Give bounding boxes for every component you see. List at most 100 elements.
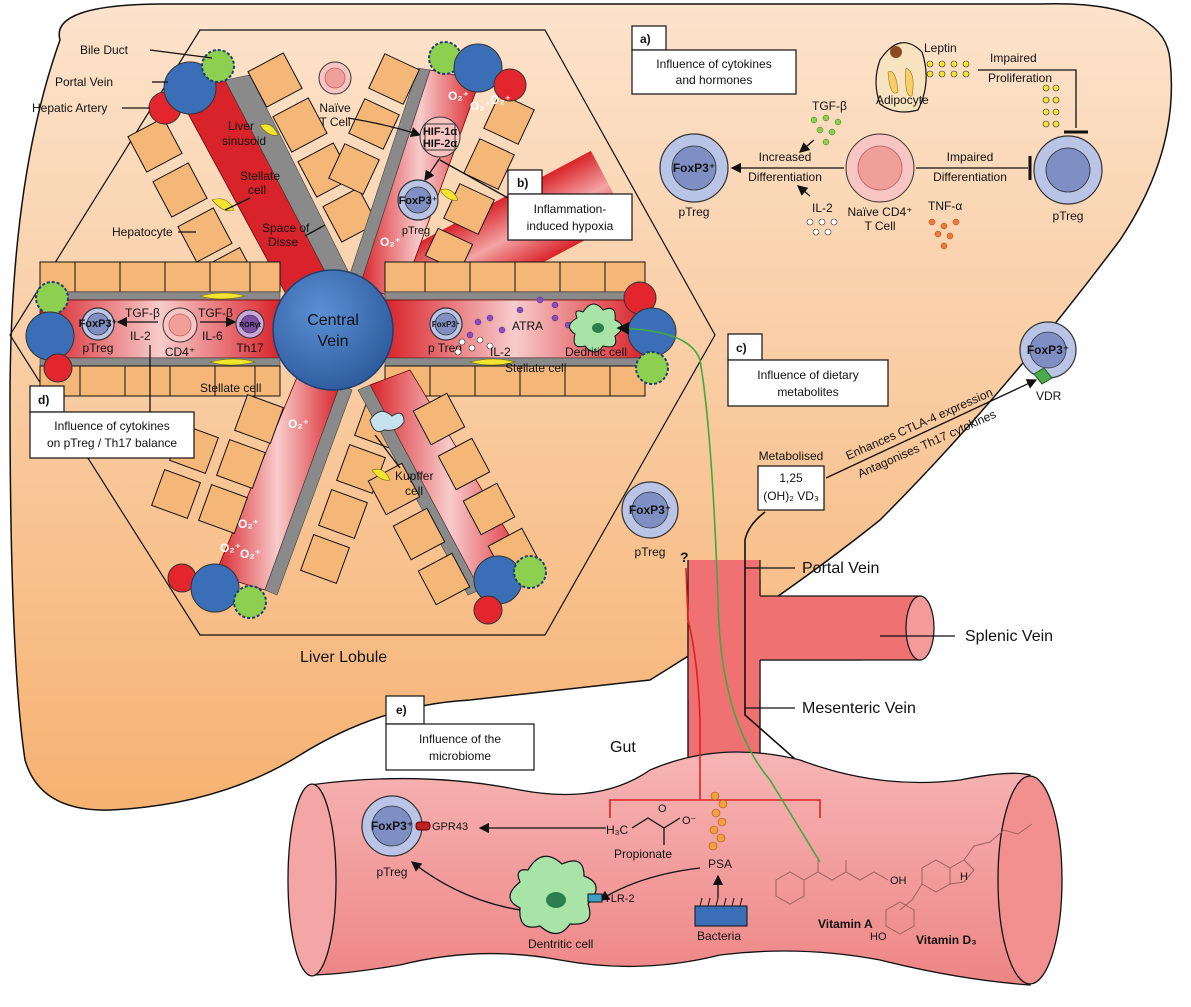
impaired-prolif-1: Impaired: [990, 51, 1037, 65]
ptreg-liver-label: pTreg: [635, 545, 666, 559]
hif1-label: HIF-1α: [423, 126, 458, 138]
space-of-disse-label-1: Space of: [262, 221, 310, 235]
panel-a-text-2: and hormones: [676, 73, 753, 87]
o2-label-1: O₂⁺: [448, 89, 469, 103]
adipocyte: [875, 42, 927, 113]
panel-c-text-1: Influence of dietary: [757, 368, 858, 382]
liver-outline: [9, 3, 1173, 811]
bacteria-label: Bacteria: [697, 929, 741, 943]
hif-cell: [419, 116, 461, 158]
o2-label-4: O₂⁺: [380, 235, 401, 249]
stellate-cell-left-label: Stellate cell: [200, 381, 261, 395]
psa-chain: [708, 791, 728, 851]
dendritic-gut-label: Dentritic cell: [528, 937, 593, 951]
o2-label-2: O₂⁺: [470, 99, 491, 113]
il2-right-dots: [454, 336, 494, 356]
vd3-label-2: (OH)₂ VD₃: [763, 489, 819, 503]
increased-diff-2: Differentiation: [748, 170, 822, 184]
ptreg-cytokine-right-label: pTreg: [1053, 209, 1084, 223]
tlr2-label: TLR-2: [604, 893, 635, 905]
vitamin-d3-ho: HO: [870, 931, 887, 943]
panel-b: b) Inflammation- induced hypoxia: [439, 159, 633, 241]
hepatocyte-label: Hepatocyte: [112, 225, 173, 239]
o2-label-6: O₂⁺: [238, 517, 259, 531]
naive-t-cell-top-label-2: T Cell: [319, 115, 350, 129]
ptreg-gut-label: pTreg: [377, 865, 408, 879]
sinusoid-arm-bottom-left: [151, 369, 404, 596]
panel-c-letter: c): [736, 341, 747, 355]
sinusoid-arm-bottom-right: [357, 369, 541, 606]
liver-sinusoid-label-1: Liver: [228, 119, 254, 133]
central-vein-label-2: Vein: [317, 333, 348, 350]
il2-cyt-dots: [806, 218, 838, 236]
ptreg-left-label: pTreg: [83, 341, 114, 355]
o2-label-5: O₂⁺: [288, 417, 309, 431]
panel-a-text-1: Influence of cytokines: [656, 57, 771, 71]
atra-label: ATRA: [512, 319, 543, 333]
kupffer-label-1: Kupffer: [395, 469, 433, 483]
panel-d-text-1: Influence of cytokines: [54, 419, 169, 433]
naive-cd4-label-1: Naïve CD4⁺: [847, 205, 912, 219]
ptreg-cytokine-left-label: pTreg: [679, 205, 710, 219]
panel-d: d) Influence of cytokines on pTreg / Th1…: [29, 345, 195, 459]
vitamin-a-structure: [775, 860, 889, 905]
o2-label-3: O₂⁺: [490, 93, 511, 107]
il2-right-label: IL-2: [490, 345, 511, 359]
panel-e-letter: e): [396, 703, 407, 717]
impaired-diff-1: Impaired: [947, 150, 994, 164]
impaired-prolif-2: Proliferation: [988, 71, 1052, 85]
panel-a: a) Influence of cytokines and hormones: [631, 25, 797, 95]
propionate-o-minus: O⁻: [682, 815, 697, 827]
il2-left-label: IL-2: [130, 329, 151, 343]
stellate-cells: [198, 123, 517, 481]
veins: Portal Vein Splenic Vein Mesenteric Vein: [687, 511, 1053, 863]
impaired-diff-2: Differentiation: [933, 170, 1007, 184]
stellate-cell-right-label: Stellate cell: [505, 361, 566, 375]
panel-b-text-1: Inflammation-: [534, 202, 607, 216]
cytokine-panel: Adipocyte Leptin Impaired Proliferation …: [659, 41, 1103, 250]
naive-cd4-label-2: T Cell: [864, 219, 895, 233]
vitamin-d3-structure: [885, 823, 1033, 935]
bile-duct-label: Bile Duct: [80, 43, 129, 57]
cd4-left-label: CD4⁺: [165, 345, 195, 359]
vitamin-d3-label: Vitamin D₃: [916, 933, 977, 947]
hepatic-artery-label: Hepatic Artery: [32, 101, 107, 115]
hif2-label: HIF-2α: [423, 138, 458, 150]
stellate-cell-label-1: Stellate: [240, 169, 280, 183]
bacteria-hairs: [699, 897, 743, 907]
question-mark: ?: [680, 549, 689, 565]
bacteria-block: [694, 905, 748, 927]
splenic-vein-label: Splenic Vein: [965, 628, 1053, 645]
vd3-label-1: 1,25: [779, 471, 803, 485]
dendritic-cell-lobule-label: Dedritic cell: [565, 345, 627, 359]
lobule-hexagon: [9, 29, 716, 636]
portal-vein-label: Portal Vein: [55, 75, 113, 89]
vdr-label: VDR: [1036, 389, 1062, 403]
ptreg-liver: FoxP3⁺ pTreg: [621, 481, 679, 559]
panel-a-letter: a): [640, 32, 651, 46]
panel-e-text-1: Influence of the: [419, 732, 501, 746]
naive-t-cell-top-label-1: Naïve: [319, 101, 351, 115]
th17-label: Th17: [236, 341, 264, 355]
panel-b-letter: b): [517, 176, 528, 190]
tgfb-cyt-label: TGF-β: [812, 99, 847, 113]
roryt-label: RORγt: [239, 322, 261, 329]
panel-b-text-2: induced hypoxia: [527, 219, 614, 233]
leptin-dots: [926, 60, 1060, 128]
lobule-labels: Bile Duct Portal Vein Hepatic Artery Liv…: [32, 43, 627, 666]
gpr43-label: GPR43: [432, 821, 468, 833]
tnfa-label: TNF-α: [928, 199, 962, 213]
portal-triads: [25, 41, 677, 625]
liver-sinusoid-label-2: sinusoid: [222, 134, 266, 148]
ptreg-left-foxp3: FoxP3⁺: [79, 318, 118, 330]
panel-c-text-2: metabolites: [777, 385, 838, 399]
kupffer-label-2: cell: [405, 484, 423, 498]
ptreg-right-label: p Treg: [428, 341, 462, 355]
vitamin-a-oh: OH: [890, 875, 907, 887]
ptreg-sinusoid-label: pTreg: [402, 225, 430, 237]
metabolised-label: Metabolised: [759, 449, 824, 463]
panel-d-text-2: on pTreg / Th17 balance: [47, 436, 177, 450]
portal-vein-main-label: Portal Vein: [802, 560, 879, 577]
ptreg-liver-foxp3: FoxP3⁺: [629, 503, 671, 517]
